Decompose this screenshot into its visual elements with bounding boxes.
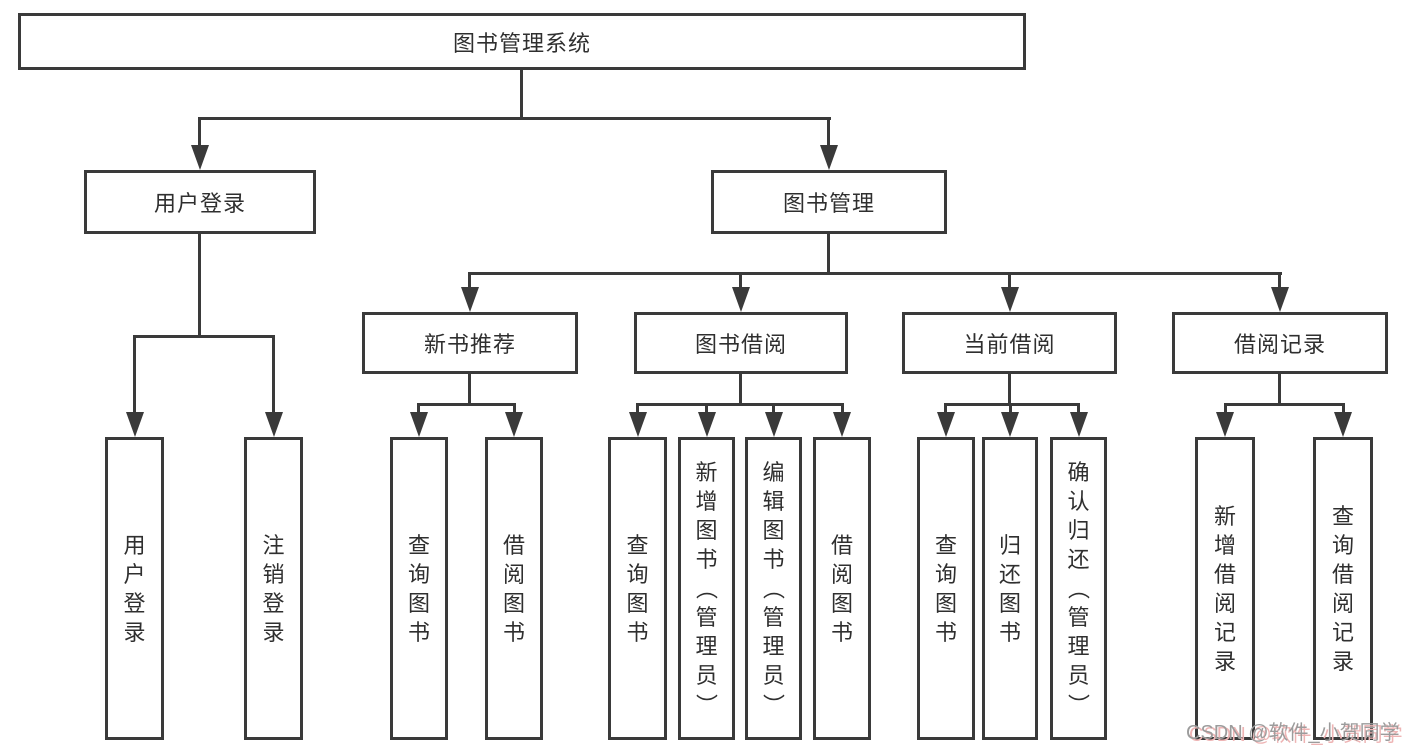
connector-login-vline: [198, 234, 201, 337]
arrowhead-to-leaf-logout: [265, 412, 283, 437]
arrowhead-borrowing-leaf-2: [698, 412, 716, 437]
connector-root-drop-right: [827, 117, 830, 147]
leaf-logout: 注销登录: [244, 437, 303, 740]
leaf-return-books-label: 归还图书: [998, 532, 1021, 645]
connector-current-vline: [1008, 374, 1011, 405]
connector-management-vline: [827, 234, 830, 275]
connector-current-drop-3: [1077, 403, 1080, 414]
leaf-add-borrow-record-label: 新增借阅记录: [1213, 503, 1236, 674]
leaf-query-books-current-label: 查询图书: [934, 532, 957, 645]
connector-management-hline: [469, 272, 1282, 275]
connector-login-drop-left: [133, 335, 136, 413]
arrowhead-borrowing-leaf-3: [765, 412, 783, 437]
connector-management-drop-1: [468, 272, 471, 289]
leaf-return-books: 归还图书: [982, 437, 1038, 740]
leaf-query-borrow-record: 查询借阅记录: [1313, 437, 1373, 740]
arrowhead-to-user-login: [191, 145, 209, 170]
arrowhead-to-book-borrowing: [732, 287, 750, 312]
node-current-borrowing-label: 当前借阅: [963, 332, 1056, 357]
leaf-add-borrow-record: 新增借阅记录: [1195, 437, 1255, 740]
connector-records-hline: [1225, 403, 1345, 406]
arrowhead-borrowing-leaf-4: [833, 412, 851, 437]
arrowhead-current-leaf-1: [937, 412, 955, 437]
connector-borrowing-vline: [739, 374, 742, 405]
leaf-borrow-books-borrowing-label: 借阅图书: [830, 532, 853, 645]
connector-management-drop-2: [739, 272, 742, 289]
connector-records-vline: [1278, 374, 1281, 405]
connector-root-vline: [520, 70, 523, 118]
leaf-edit-books-admin-label: 编辑图书（管理员）: [760, 460, 786, 716]
leaf-confirm-return-admin: 确认归还（管理员）: [1050, 437, 1107, 740]
arrowhead-records-leaf-2: [1334, 412, 1352, 437]
connector-borrowing-hline: [636, 403, 843, 406]
arrowhead-recommend-leaf-2: [505, 412, 523, 437]
connector-management-drop-3: [1008, 272, 1011, 289]
node-book-borrowing-label: 图书借阅: [694, 332, 787, 357]
arrowhead-recommend-leaf-1: [410, 412, 428, 437]
arrowhead-to-leaf-user-login: [126, 412, 144, 437]
connector-recommend-hline: [418, 403, 516, 406]
node-book-management: 图书管理: [711, 170, 947, 234]
node-book-management-label: 图书管理: [782, 191, 875, 216]
arrowhead-to-borrow-records: [1271, 287, 1289, 312]
node-new-book-recommend: 新书推荐: [362, 312, 578, 374]
node-current-borrowing: 当前借阅: [902, 312, 1117, 374]
arrowhead-to-current-borrowing: [1001, 287, 1019, 312]
leaf-query-borrow-record-label: 查询借阅记录: [1331, 503, 1354, 674]
leaf-add-books-admin: 新增图书（管理员）: [678, 437, 735, 740]
connector-records-drop-2: [1342, 403, 1345, 414]
leaf-query-books-borrowing-label: 查询图书: [626, 532, 649, 645]
connector-current-drop-1: [944, 403, 947, 414]
csdn-watermark: CSDN @软件_小贺同学: [1186, 722, 1400, 744]
leaf-confirm-return-admin-label: 确认归还（管理员）: [1065, 460, 1091, 716]
connector-recommend-vline: [468, 374, 471, 405]
leaf-edit-books-admin: 编辑图书（管理员）: [745, 437, 802, 740]
arrowhead-to-book-management: [820, 145, 838, 170]
arrowhead-current-leaf-2: [1001, 412, 1019, 437]
node-user-login: 用户登录: [84, 170, 316, 234]
connector-login-drop-right: [272, 335, 275, 413]
connector-borrowing-drop-1: [636, 403, 639, 414]
connector-root-hline: [198, 117, 831, 120]
node-borrow-records: 借阅记录: [1172, 312, 1388, 374]
connector-records-drop-1: [1224, 403, 1227, 414]
leaf-query-books-recommend: 查询图书: [390, 437, 448, 740]
node-root-library-system: 图书管理系统: [18, 13, 1026, 70]
connector-management-drop-4: [1278, 272, 1281, 289]
leaf-user-login-label: 用户登录: [123, 532, 146, 645]
leaf-query-books-borrowing: 查询图书: [608, 437, 667, 740]
connector-borrowing-drop-3: [772, 403, 775, 414]
leaf-borrow-books-recommend: 借阅图书: [485, 437, 543, 740]
connector-current-drop-2: [1009, 403, 1012, 414]
leaf-borrow-books-recommend-label: 借阅图书: [502, 532, 525, 645]
leaf-borrow-books-borrowing: 借阅图书: [813, 437, 871, 740]
connector-current-hline: [944, 403, 1080, 406]
arrowhead-records-leaf-1: [1216, 412, 1234, 437]
arrowhead-current-leaf-3: [1070, 412, 1088, 437]
connector-login-hline: [133, 335, 275, 338]
leaf-user-login: 用户登录: [105, 437, 164, 740]
leaf-query-books-current: 查询图书: [917, 437, 975, 740]
connector-recommend-drop-2: [513, 403, 516, 414]
connector-borrowing-drop-2: [705, 403, 708, 414]
node-new-book-recommend-label: 新书推荐: [423, 332, 516, 357]
connector-recommend-drop-1: [417, 403, 420, 414]
node-root-label: 图书管理系统: [452, 30, 591, 56]
node-book-borrowing: 图书借阅: [634, 312, 848, 374]
leaf-query-books-recommend-label: 查询图书: [407, 532, 430, 645]
leaf-logout-label: 注销登录: [262, 532, 285, 645]
arrowhead-to-new-book-recommend: [461, 287, 479, 312]
connector-borrowing-drop-4: [841, 403, 844, 414]
node-user-login-label: 用户登录: [153, 191, 246, 216]
arrowhead-borrowing-leaf-1: [629, 412, 647, 437]
connector-root-drop-left: [198, 117, 201, 147]
node-borrow-records-label: 借阅记录: [1233, 332, 1326, 357]
leaf-add-books-admin-label: 新增图书（管理员）: [693, 460, 719, 716]
